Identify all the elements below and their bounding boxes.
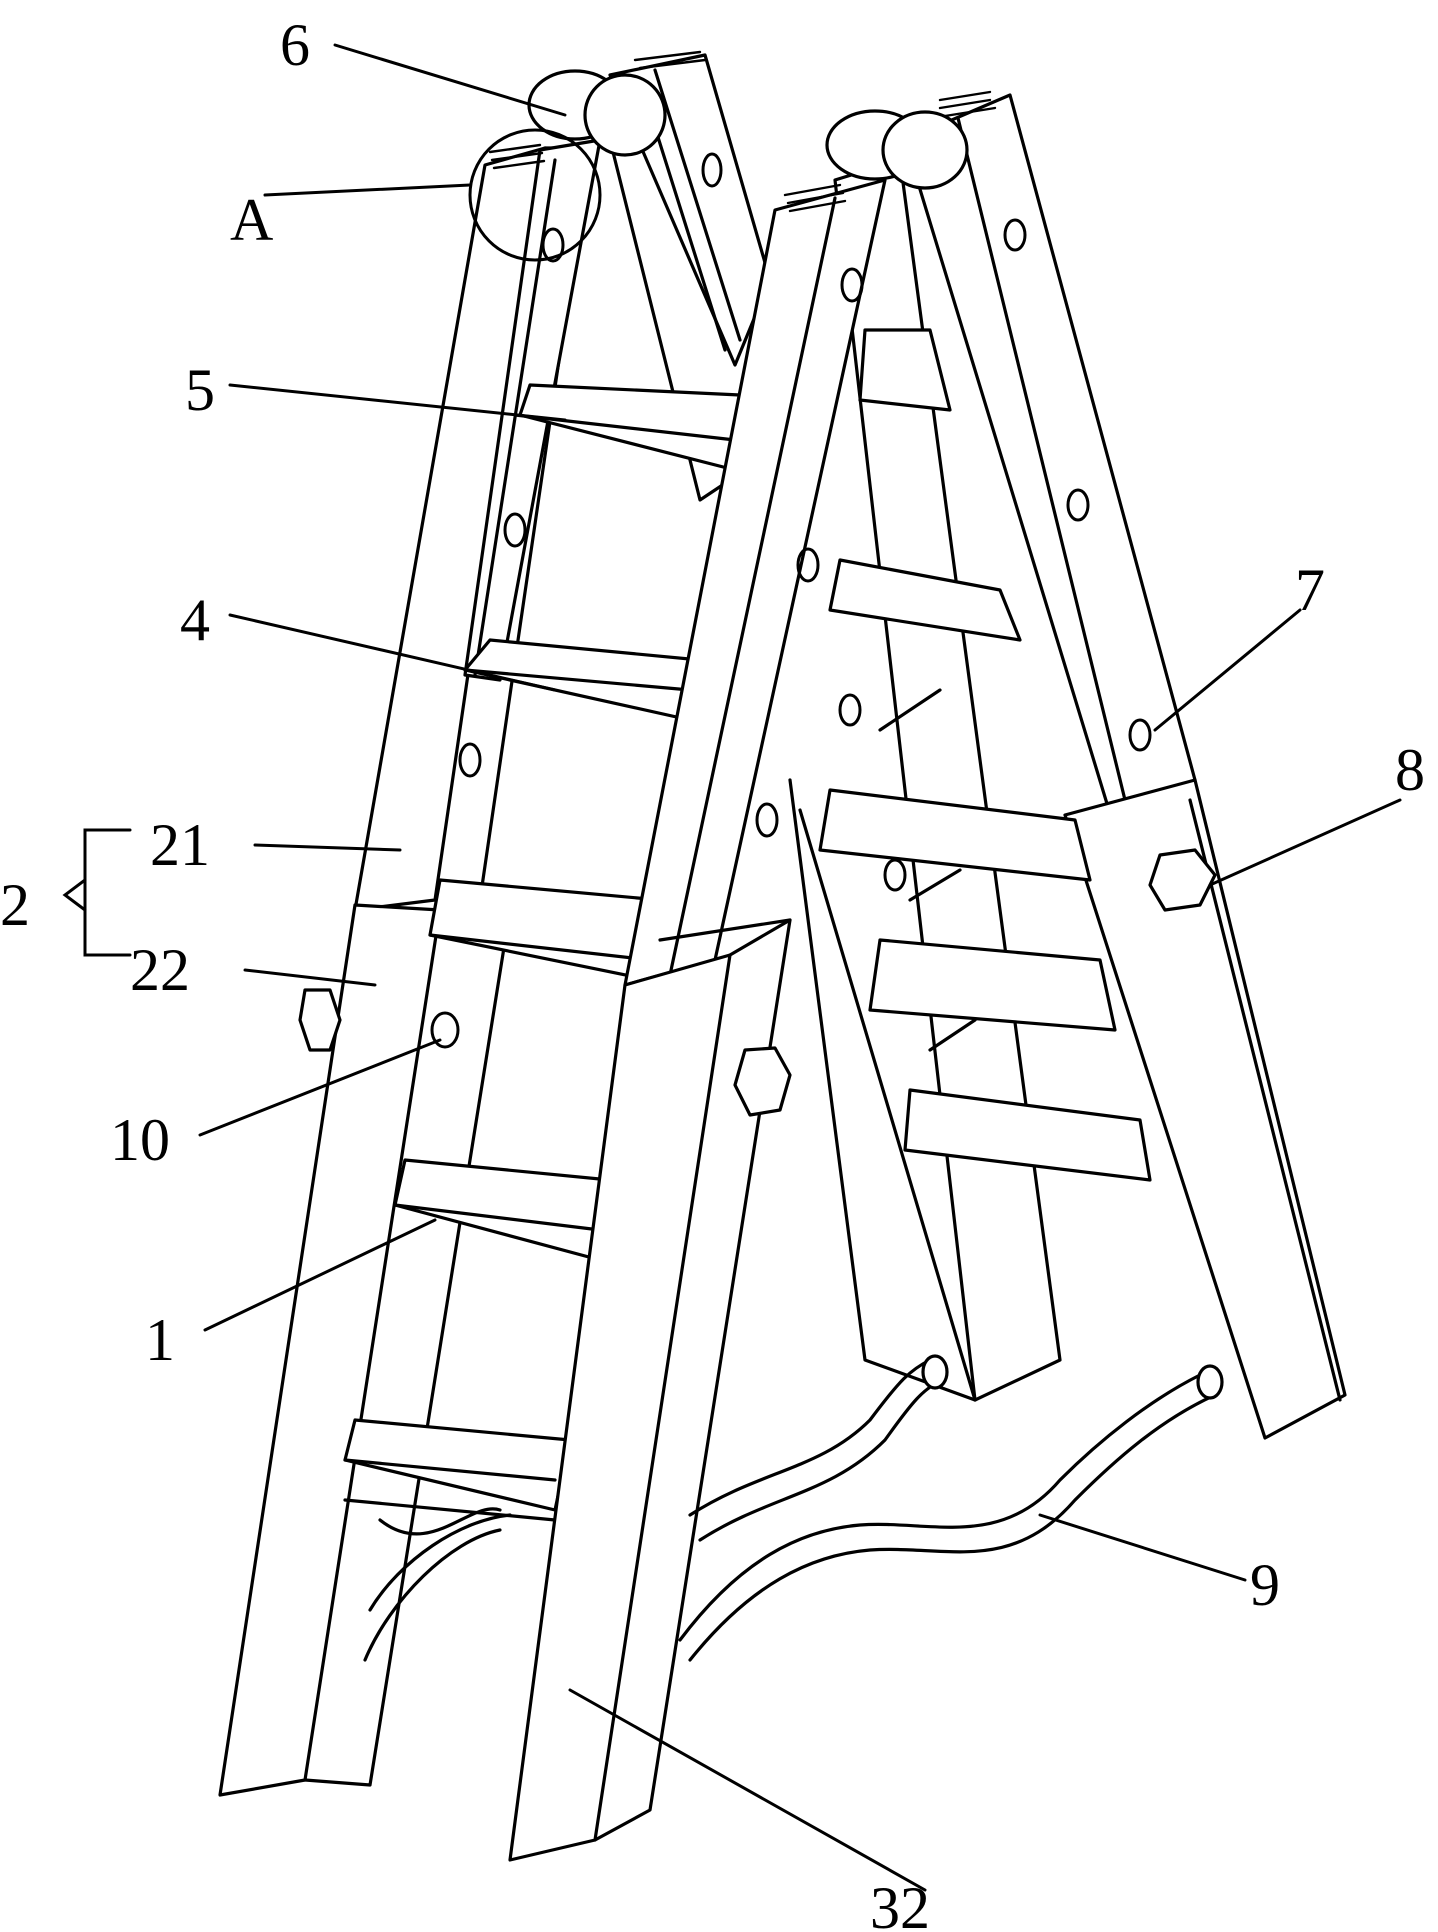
rear-ladder-frame (788, 90, 1347, 1440)
hole (541, 227, 565, 263)
hole (701, 152, 723, 188)
hinge-6 (468, 69, 667, 262)
reference-labels: 6 A 5 4 21 2 22 10 1 7 8 9 32 (0, 12, 1425, 1932)
front-left-ladder (218, 138, 742, 1797)
label-4: 4 (180, 587, 210, 653)
hole-7 (1128, 718, 1152, 752)
hole-10 (430, 1011, 460, 1049)
label-2: 2 (0, 872, 30, 938)
label-32: 32 (870, 1875, 930, 1932)
leader-lines (62, 43, 1402, 1892)
rear-hinge-right (881, 110, 969, 190)
hole (796, 547, 820, 583)
rear-right-rail-lower (1063, 778, 1347, 1440)
hole (458, 742, 482, 778)
detail-circle-a (468, 128, 602, 262)
rung (428, 878, 662, 982)
front-right-rail (508, 178, 887, 1862)
bolt-front (733, 1046, 792, 1117)
hole (840, 267, 864, 303)
bolt-8 (1148, 848, 1217, 912)
rail-lower-32 (508, 953, 732, 1862)
hole (1066, 488, 1090, 522)
label-7: 7 (1295, 557, 1325, 623)
curved-brace-9 (363, 1354, 1224, 1662)
hole (883, 858, 907, 892)
label-5: 5 (185, 357, 215, 423)
rung (343, 1418, 572, 1512)
rear-rungs (818, 328, 1152, 1182)
label-6: 6 (280, 12, 310, 78)
hole (1003, 218, 1027, 252)
hole (755, 802, 779, 838)
hole (838, 693, 862, 727)
label-8: 8 (1395, 737, 1425, 803)
label-22: 22 (130, 937, 190, 1003)
hole (503, 512, 527, 548)
label-a: A (230, 187, 273, 253)
bolt-left (298, 988, 342, 1052)
label-10: 10 (110, 1107, 170, 1173)
label-1: 1 (145, 1307, 175, 1373)
label-9: 9 (1250, 1552, 1280, 1618)
label-21: 21 (150, 812, 210, 878)
